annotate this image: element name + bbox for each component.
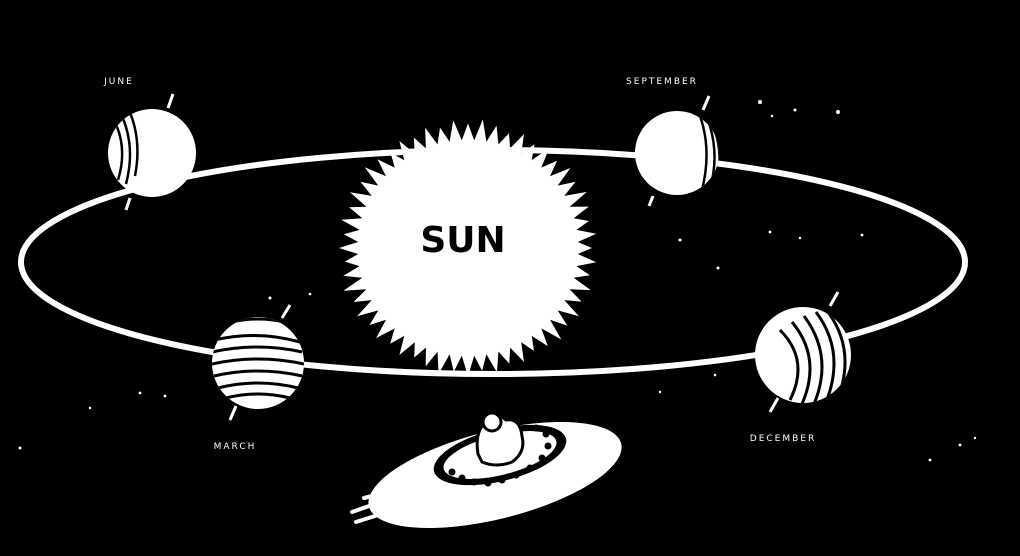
june-label: JUNE [103,77,134,87]
september-label: SEPTEMBER [626,77,698,87]
march-label: MARCH [214,442,257,452]
december-label: DECEMBER [750,434,816,444]
sun-label: SUN [420,220,505,261]
